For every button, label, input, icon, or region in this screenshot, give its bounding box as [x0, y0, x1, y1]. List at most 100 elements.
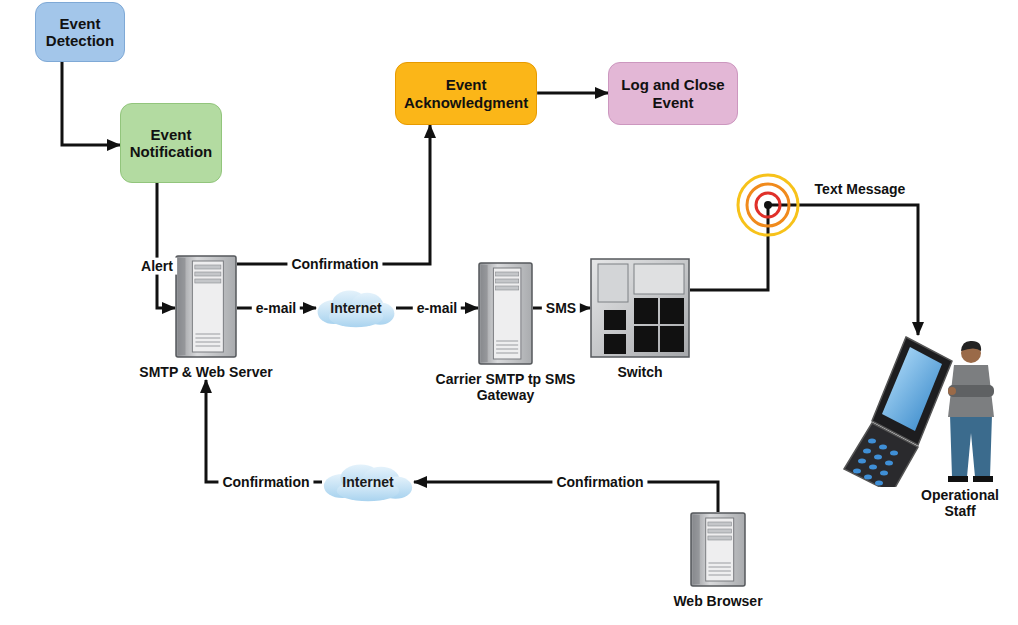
drive-bay [195, 265, 221, 269]
internet-cloud: Internet [322, 462, 414, 502]
vent-line [195, 338, 220, 339]
person-hand [948, 387, 956, 395]
node-caption: Web Browser [643, 593, 793, 609]
server-case [176, 256, 236, 357]
switch-module [660, 326, 684, 352]
server-side [481, 265, 488, 362]
drive-bay [195, 279, 221, 283]
phone-screen [882, 347, 942, 431]
phone-key [879, 445, 887, 450]
person-figure [948, 341, 994, 482]
drive-bay [195, 272, 221, 276]
phone-key [864, 475, 872, 480]
internet-cloud: Internet [316, 288, 396, 328]
phone-key [874, 455, 882, 460]
phone-key [885, 461, 893, 466]
node-caption: SMTP & Web Server [131, 364, 281, 380]
antenna-wave [738, 175, 798, 235]
vent-line [708, 571, 730, 572]
person-shoe [948, 476, 968, 482]
drive-bay [708, 536, 732, 540]
vent-line [708, 567, 730, 568]
server-front [192, 261, 223, 352]
node-text: Internet [330, 300, 381, 316]
connector-arrow [690, 205, 918, 335]
connector-arrow [237, 125, 430, 264]
connector-label: Confirmation [218, 474, 313, 491]
connector-arrow [537, 92, 608, 95]
process-box: Event Detection [35, 2, 125, 62]
connector-arrow [206, 380, 322, 482]
switch-node: Switch [590, 258, 690, 380]
server-icon [478, 262, 533, 365]
vent-line [195, 342, 220, 343]
antenna-dot [764, 201, 772, 209]
phone-figure [844, 337, 952, 487]
switch-module [634, 298, 658, 324]
person-shoe [973, 476, 993, 482]
phone-key [853, 469, 861, 474]
connector-arrow [62, 62, 120, 145]
connector-label: SMS [542, 300, 580, 317]
connector-label: Text Message [811, 181, 910, 198]
phone-key [858, 459, 866, 464]
switch-cabinet [591, 259, 689, 357]
server-front [493, 268, 521, 359]
antenna-wave [747, 184, 789, 226]
node-text: Event Notification [129, 126, 213, 161]
switch-panel [634, 264, 684, 294]
switch-module [604, 334, 626, 354]
vent-line [195, 334, 220, 335]
vent-line [496, 345, 518, 346]
connector-label: Confirmation [552, 474, 647, 491]
node-text: Event Acknowledgment [404, 76, 528, 111]
vent-line [496, 341, 518, 342]
staff-figure: Operational Staff [836, 335, 1006, 519]
switch-module [634, 326, 658, 352]
server-side [178, 258, 185, 355]
node-caption: Switch [565, 364, 715, 380]
connector-label: e-mail [252, 300, 300, 317]
drive-bay [708, 522, 732, 526]
process-box: Event Acknowledgment [395, 62, 537, 125]
drive-bay [708, 529, 732, 533]
server-node: Carrier SMTP tp SMS Gateway [478, 262, 533, 403]
switch-panel [598, 264, 628, 302]
connector-arrow [157, 183, 175, 308]
node-text: Event Detection [44, 15, 116, 50]
process-box: Event Notification [120, 103, 222, 183]
connector-label: Alert [137, 258, 177, 275]
node-caption: Carrier SMTP tp SMS Gateway [431, 371, 581, 403]
switch-module [604, 310, 626, 330]
staff-illustration [836, 335, 1006, 487]
connector-label: Confirmation [287, 256, 382, 273]
node-text: Log and Close Event [617, 76, 729, 111]
server-side [693, 515, 700, 584]
connector-label: e-mail [413, 300, 461, 317]
vent-line [496, 349, 518, 350]
server-icon [690, 512, 746, 587]
node-text: Internet [342, 474, 393, 490]
server-case [691, 513, 745, 586]
phone-key [868, 439, 876, 444]
server-icon [175, 255, 237, 358]
antenna-symbol [738, 175, 798, 235]
vent-line [195, 346, 220, 347]
phone-key [869, 465, 877, 470]
node-caption: Operational Staff [918, 487, 1002, 519]
antenna-wave [756, 193, 780, 217]
phone-key [863, 449, 871, 454]
server-front [706, 518, 734, 581]
server-node: SMTP & Web Server [175, 255, 237, 380]
drive-bay [496, 279, 519, 283]
person-arms [948, 385, 994, 397]
phone-key [875, 481, 883, 486]
drive-bay [496, 286, 519, 290]
person-shirt [948, 365, 994, 417]
person-legs [950, 415, 992, 477]
switch-module [660, 298, 684, 324]
phone-key [890, 451, 898, 456]
vent-line [496, 353, 518, 354]
process-box: Log and Close Event [608, 62, 738, 125]
